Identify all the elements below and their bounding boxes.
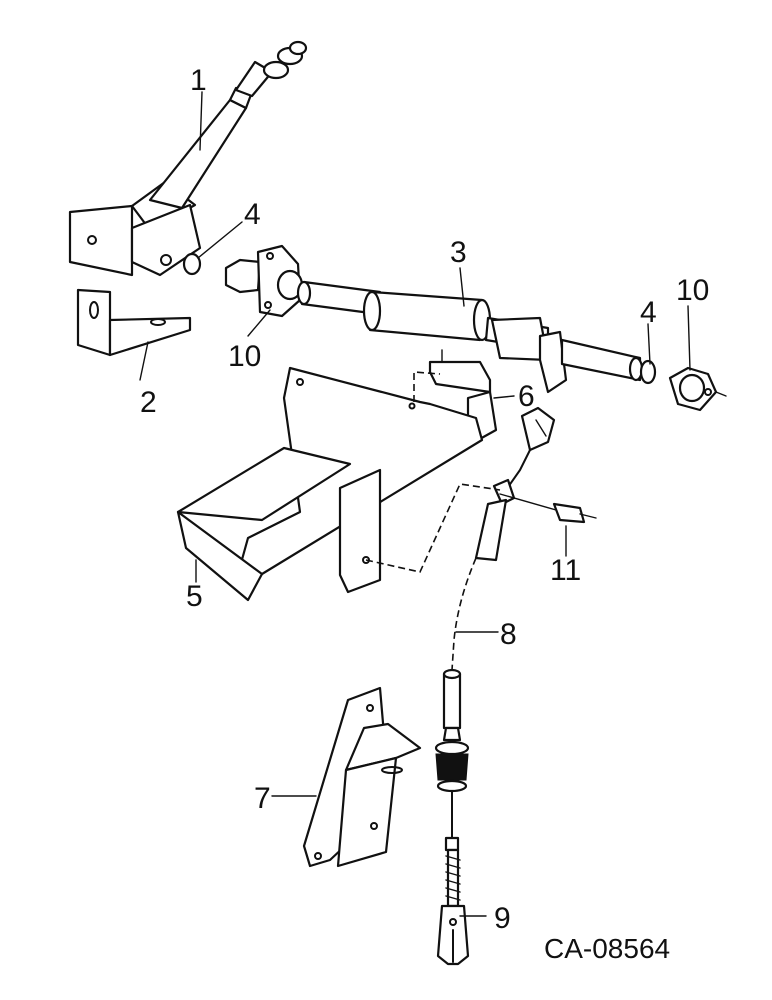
figure-id: CA-08564 — [544, 933, 670, 964]
callout-4-right: 4 — [640, 296, 657, 329]
callout-10-left: 10 — [228, 340, 261, 373]
callout-7: 7 — [254, 782, 271, 815]
part-8-control-cable — [434, 557, 477, 852]
callout-11: 11 — [550, 554, 581, 587]
part-4-washer-left — [182, 252, 202, 276]
callout-6: 6 — [518, 380, 535, 413]
leader-4-right — [647, 323, 651, 365]
part-10-flange-bearing-right — [668, 366, 727, 412]
callout-5: 5 — [186, 580, 203, 613]
callout-labels: 1 2 3 4 4 5 6 7 8 9 10 10 11 — [140, 64, 709, 935]
leader-1 — [199, 91, 203, 151]
callout-2: 2 — [140, 386, 157, 419]
part-9-clevis — [436, 848, 470, 966]
callout-3: 3 — [450, 236, 467, 269]
callout-4-left: 4 — [244, 198, 261, 231]
part-3-cross-shaft — [296, 280, 644, 394]
callout-1: 1 — [190, 64, 207, 97]
part-5-mounting-channel — [176, 366, 484, 602]
part-10-flange-bearing-left — [224, 244, 304, 318]
leader-lines — [139, 91, 691, 917]
assembly-line-bracket — [413, 371, 441, 402]
leader-4-left — [197, 221, 243, 259]
part-1-hand-lever — [68, 40, 308, 277]
part-2-angle-bracket — [76, 288, 192, 357]
callout-9: 9 — [494, 902, 511, 935]
part-7-bracket-plate — [302, 686, 422, 868]
leader-10-left — [247, 309, 271, 337]
part-11-cable-clevis — [474, 406, 597, 562]
leader-2 — [139, 341, 149, 381]
leader-6 — [493, 395, 515, 399]
leader-10-right — [687, 305, 691, 371]
assembly-line-cable — [365, 483, 501, 573]
leader-3 — [459, 267, 465, 307]
callout-10-right: 10 — [676, 274, 709, 307]
callout-8: 8 — [500, 618, 517, 651]
part-4-washer-right — [639, 359, 657, 385]
